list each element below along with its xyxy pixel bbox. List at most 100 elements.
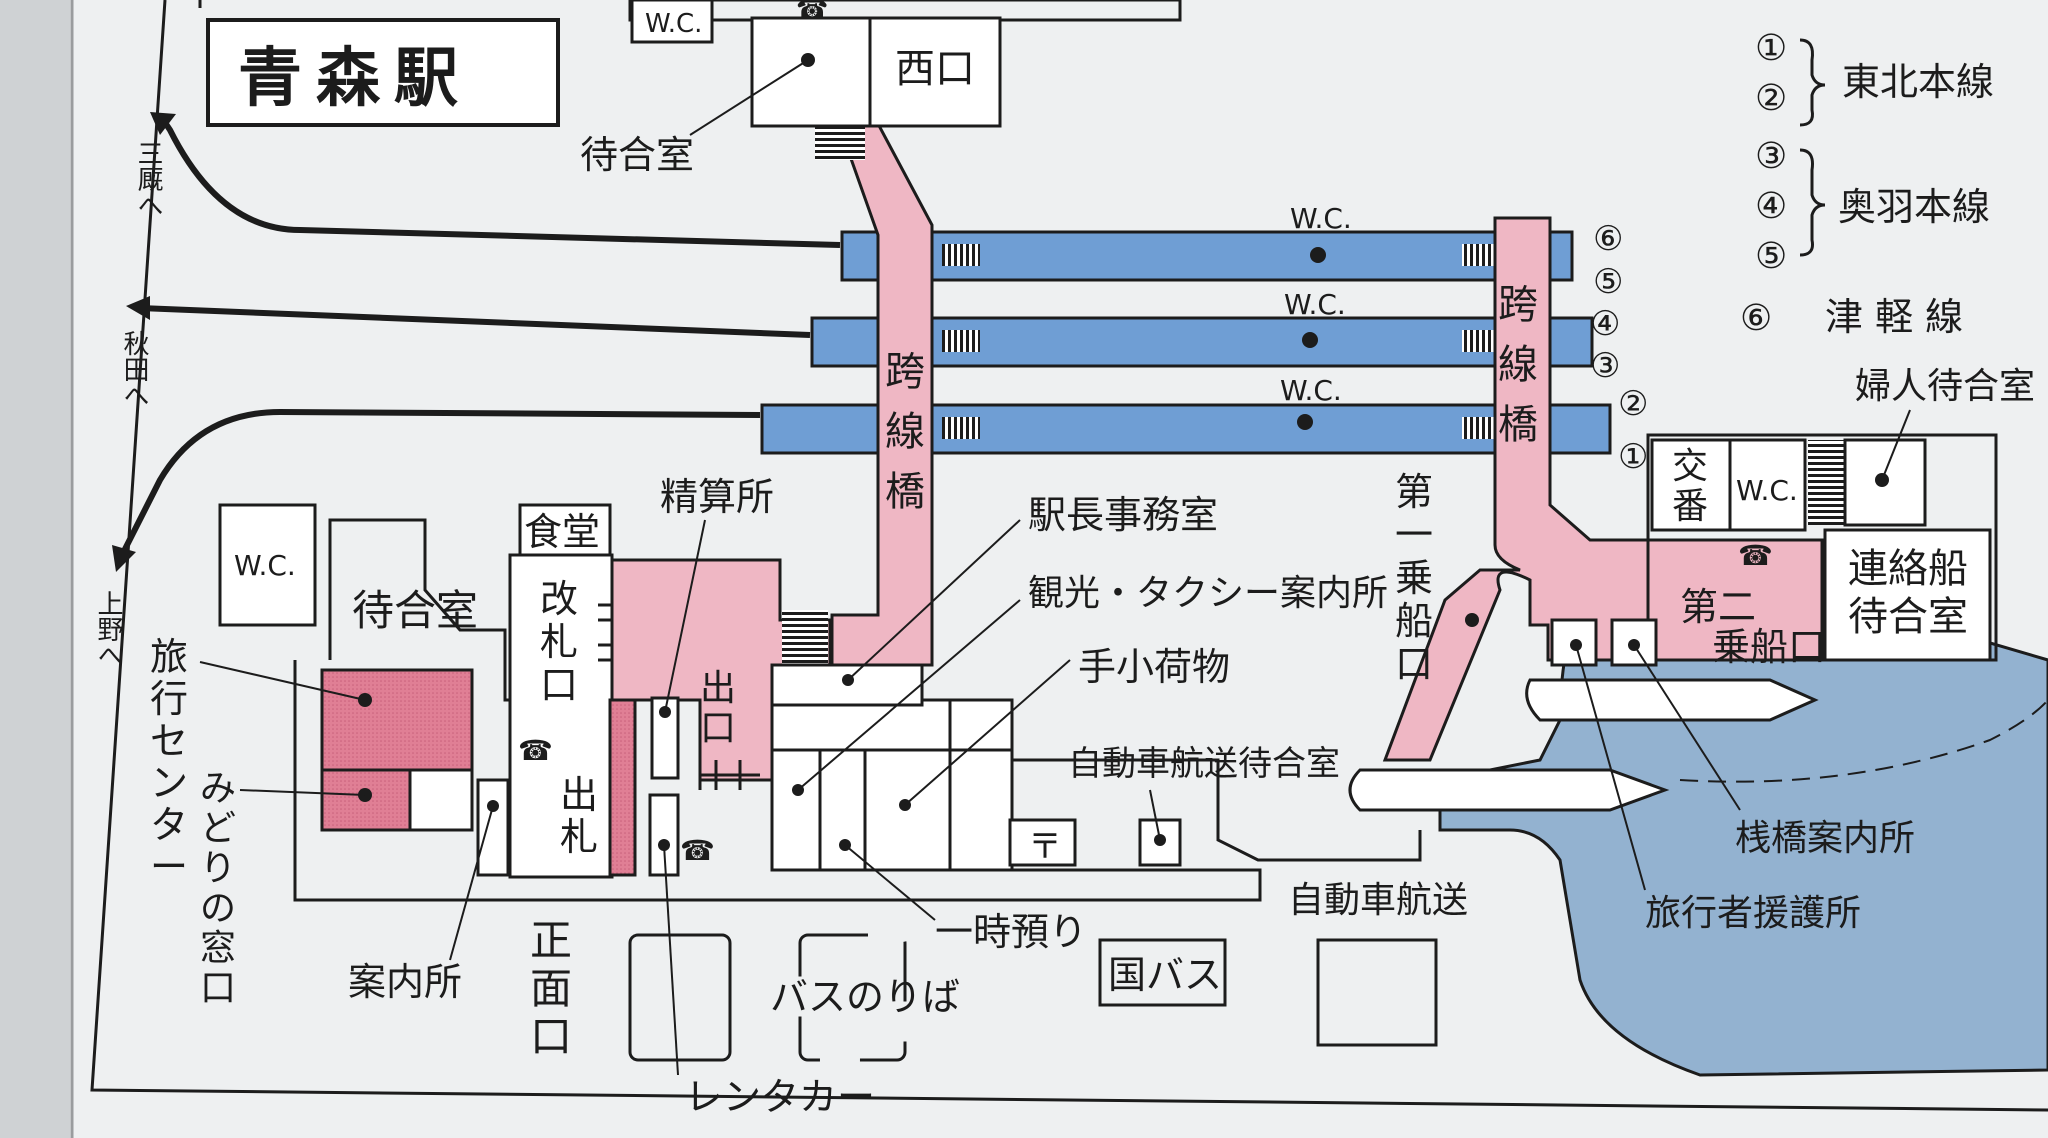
leader-line: [847, 519, 1021, 681]
east-stairs: [1808, 440, 1844, 525]
info-desk: [476, 778, 510, 877]
desatsu-office: [608, 698, 637, 877]
ticket-gate-area: [508, 553, 614, 879]
post-office: [1008, 818, 1077, 867]
platform-stairs: [1462, 330, 1494, 352]
platform-stairs: [942, 244, 980, 266]
koban-char: 番: [1672, 486, 1708, 527]
wc-marker: [1297, 414, 1313, 430]
women-waiting-label: 婦人待合室: [1855, 366, 2035, 407]
midori-side: [408, 768, 474, 832]
overpass-west-char: 跨: [885, 349, 925, 395]
deguchi-char: 出: [700, 668, 736, 709]
pier-lower: [1348, 768, 1670, 812]
map-frame: [90, 0, 2048, 1112]
legend-line-ou: 奥羽本線: [1838, 185, 1990, 229]
track-number-6: ⑥: [1593, 219, 1623, 259]
leader-line: [1149, 789, 1161, 841]
leader-line: [1881, 409, 1911, 481]
track-number-5: ⑤: [1593, 262, 1623, 302]
ferry-route-dashed: [1679, 699, 2048, 783]
first-boarding-char: 第: [1395, 470, 1433, 514]
wc-box-main: [218, 503, 317, 627]
svg-text:み: み: [200, 768, 236, 809]
pier-upper: [1525, 678, 1819, 722]
second-boarding-line: 乗船口: [1712, 625, 1826, 669]
platform-stairs: [1462, 417, 1494, 439]
leader-line: [239, 789, 366, 796]
waiting-room-west-label: 待合室: [580, 133, 694, 177]
arrow-ueno: [112, 545, 136, 572]
shokudo-label: 食堂: [524, 510, 600, 554]
legend-number: ③: [1755, 136, 1787, 177]
ryoko-center-label: 旅 行 セ ン タ ー: [150, 635, 188, 889]
wc-label-east: W.C.: [1736, 474, 1798, 507]
second-boarding-line: 第二: [1680, 585, 1756, 629]
track-number-3: ③: [1590, 346, 1620, 386]
destination-akita: 秋田へ: [119, 330, 149, 408]
leader-line: [797, 599, 1021, 791]
destination-sannohe: 三厩へ: [133, 140, 163, 218]
rental-car-booth: [648, 793, 680, 877]
legend-number: ⑤: [1755, 236, 1787, 277]
legend-number: ②: [1755, 78, 1787, 119]
svg-text:行: 行: [150, 677, 188, 721]
temporary-storage-label: 一時預り: [935, 910, 1087, 954]
overpass-west: [812, 103, 934, 667]
legend-number: ④: [1755, 186, 1787, 227]
kaisatsu-char: 口: [540, 663, 578, 707]
destination-ueno: 上野へ: [93, 590, 123, 668]
platform-stairs: [1462, 244, 1494, 266]
west-exit-box: [868, 16, 1002, 128]
svg-text:ど: ど: [200, 808, 236, 849]
leader-line: [199, 661, 366, 701]
car-ferry-lot: [1316, 938, 1438, 1047]
overpass-west-char: 橋: [885, 469, 925, 515]
post-mark: 〒: [1028, 827, 1062, 867]
arrow-akita: [126, 296, 150, 320]
wc-box-top: [630, 0, 714, 44]
travel-center: [320, 668, 474, 772]
front-exit-char: 面: [530, 964, 572, 1013]
pier-info-label: 桟橋案内所: [1735, 818, 1915, 859]
seisanjo-booth: [650, 696, 680, 780]
overpass-east-char: 橋: [1498, 402, 1538, 448]
wc-label-platform: W.C.: [1280, 374, 1342, 407]
wc-label-main: W.C.: [234, 549, 296, 582]
overpass-east-char: 跨: [1498, 282, 1538, 328]
svg-text:り: り: [200, 848, 236, 889]
leader-line: [1633, 644, 1741, 811]
phone-icon: ☎: [1738, 539, 1773, 572]
arrow-sannohe: [150, 112, 176, 135]
track-akita: [139, 305, 811, 338]
wc-label-platform: W.C.: [1284, 288, 1346, 321]
wc-box-east: [1728, 438, 1807, 532]
platform-4-3: [810, 316, 1594, 368]
leader-line: [663, 844, 679, 1076]
main-building-upper: [328, 518, 520, 702]
phone-icon: ☎: [796, 0, 828, 25]
concourse-stairs: [782, 610, 828, 665]
svg-text:旅: 旅: [150, 635, 188, 679]
title-box: [206, 18, 560, 127]
leader-line: [664, 519, 706, 713]
legend-number: ⑥: [1740, 298, 1772, 339]
bus-island: [798, 933, 907, 1062]
platform-stairs: [942, 330, 980, 352]
ferry-waiting-room: [1823, 528, 1992, 662]
traveler-aid-label: 旅行者援護所: [1645, 893, 1861, 934]
bus-stop-label: バスのりば: [770, 975, 960, 1019]
wc-label-top: W.C.: [645, 9, 702, 39]
kaisatsu-char: 改: [540, 577, 578, 621]
deguchi-char: 口: [700, 708, 736, 749]
station-master-label: 駅長事務室: [1028, 493, 1218, 537]
svg-text:口: 口: [200, 968, 236, 1009]
desatsu-char: 出: [560, 773, 598, 817]
west-exit-label: 西口: [895, 46, 975, 92]
waiting-room-main-label: 待合室: [352, 586, 478, 635]
track-sannohe: [157, 113, 841, 248]
bus-island: [628, 933, 732, 1062]
national-bus-label: 国バス: [1108, 953, 1222, 997]
office-block: [770, 698, 1014, 872]
